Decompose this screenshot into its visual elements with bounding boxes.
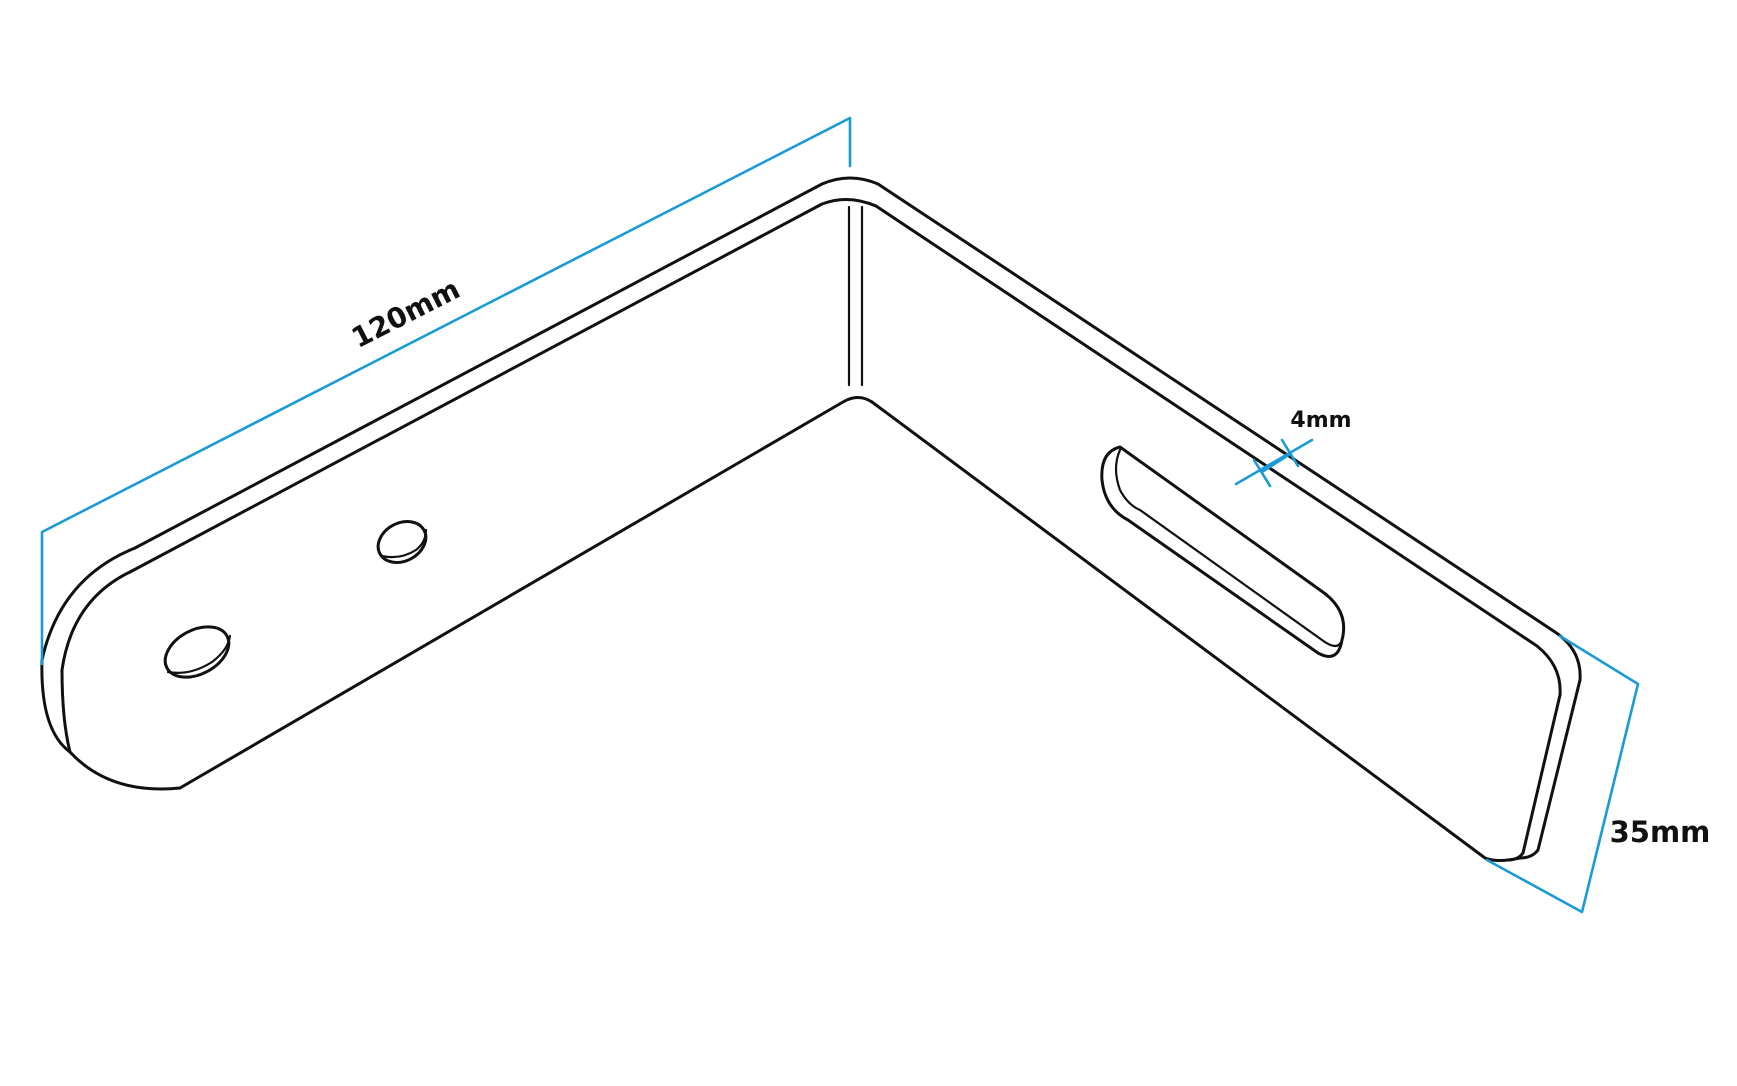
- left-arm-bottom-curve: [68, 750, 182, 791]
- thickness-label: 4mm: [1290, 408, 1351, 433]
- dimension-annotations: 120mm 4mm 35mm: [40, 116, 1711, 914]
- left-arm-end-inner: [60, 570, 132, 754]
- left-arm-inner-edge: [128, 198, 878, 574]
- right-arm-end-outer: [1518, 678, 1582, 860]
- right-arm-bottom-edge: [870, 400, 1522, 862]
- length-dimension-line: [40, 116, 852, 666]
- thickness-dimension-marker: [1234, 438, 1314, 488]
- l-bracket: [40, 176, 1582, 862]
- slot-inner: [1114, 448, 1344, 648]
- left-arm-end-outer: [40, 546, 137, 754]
- right-arm-end-inner: [1506, 693, 1562, 862]
- right-arm-outer-edge: [876, 182, 1582, 682]
- width-dimension-line: [1485, 634, 1640, 914]
- right-arm-inner-edge: [874, 204, 1562, 697]
- hole-large: [163, 625, 231, 679]
- width-label: 35mm: [1610, 815, 1711, 849]
- left-arm-outer-edge: [133, 176, 880, 550]
- hole-large-inner: [166, 634, 232, 674]
- hole-small-inner: [380, 528, 428, 559]
- slot-outer: [1100, 445, 1346, 658]
- hole-small: [376, 520, 428, 564]
- left-arm-bottom-edge: [178, 396, 874, 790]
- length-label: 120mm: [346, 272, 465, 354]
